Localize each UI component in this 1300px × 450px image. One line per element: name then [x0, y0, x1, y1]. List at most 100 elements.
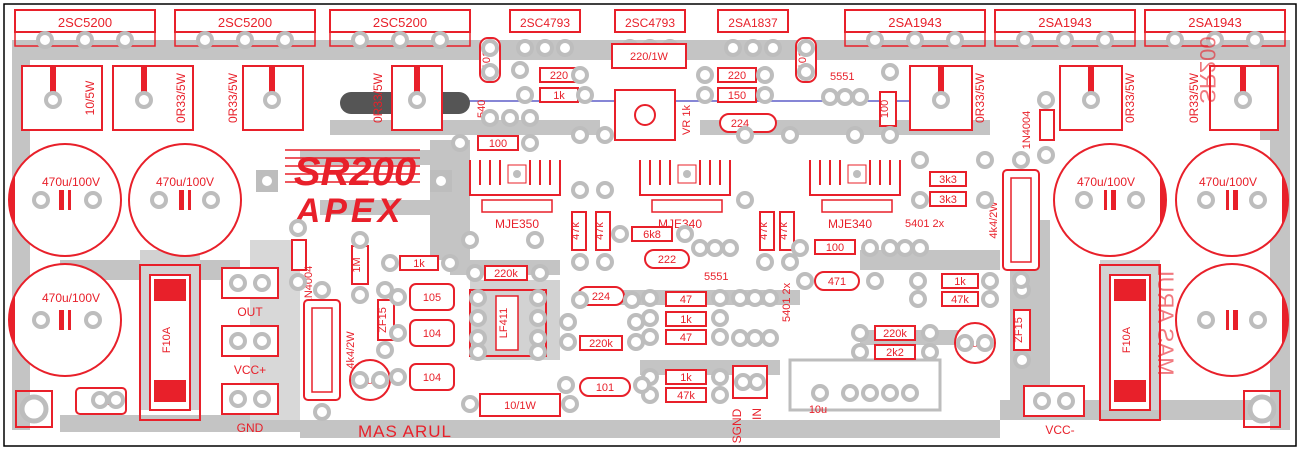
transistor-q3: 2SC5200: [329, 9, 471, 49]
transistor-label: 2SC5200: [373, 15, 427, 30]
resistor-label: 47k: [570, 222, 582, 240]
capacitor-c4: 470u/100V: [1053, 143, 1167, 257]
capacitor-c1: 470u/100V: [8, 143, 122, 257]
driver-q2: MJE340: [639, 160, 731, 231]
transistor-q4: 2SC4793: [509, 9, 581, 57]
capacitor-label: 470u/100V: [1077, 175, 1135, 189]
capacitor-c2: 470u/100V: [128, 143, 242, 257]
transistor-q2: 2SC5200: [174, 9, 316, 49]
capacitor-label: 470u/100V: [1199, 175, 1257, 189]
driver-label: MJE350: [495, 217, 539, 231]
resistor-220-1w: 220/1W: [611, 43, 687, 69]
author-label: MAS ARUL: [358, 422, 452, 441]
cap-label: 105: [423, 292, 441, 304]
power-resistor-r2: 0R33/5W: [112, 65, 194, 131]
cap-label: 104: [423, 328, 441, 340]
cap-label: 224: [592, 291, 610, 303]
transistor-q5: 2SC4793: [614, 9, 686, 57]
power-resistors: 10/5W 0R33/5W 0R33/5W 0R33/5W 0R33/5W 0R…: [21, 65, 1279, 131]
transistor-5551-b: 5551: [704, 271, 728, 283]
svg-text:VCC-: VCC-: [1045, 423, 1074, 437]
resistor-label: 220k: [494, 268, 518, 280]
svg-text:OUT: OUT: [237, 305, 263, 319]
large-capacitors: 470u/100V 470u/100V 470u/100V 470u/100V: [8, 143, 1289, 377]
power-resistor-r7: 0R33/5W: [1187, 65, 1279, 131]
svg-text:220/1W: 220/1W: [630, 51, 669, 63]
resistor-label: 47k: [594, 222, 606, 240]
connector-vcc-neg: VCC-: [1023, 385, 1085, 437]
mounting-hole-left: [15, 390, 53, 428]
resistor-label: 10/1W: [504, 400, 536, 412]
transistor-5551-a: 5551: [830, 71, 854, 83]
misc-components: 220/1W VR 1k 5551 5551 5401 2x 5401 2x 5…: [139, 43, 1161, 421]
capacitor-c6: [1175, 263, 1289, 377]
resistor-label: 100: [879, 100, 891, 118]
connector-vcc-pos: VCC+: [221, 325, 279, 377]
resistor-label: 47k: [758, 222, 770, 240]
fuse-b: F10A: [1099, 264, 1161, 421]
diode-1n4004-a: 1N4004: [291, 239, 315, 305]
svg-text:LF411: LF411: [498, 308, 510, 338]
transistor-q7: 2SA1943: [844, 9, 986, 49]
transistor-q8: 2SA1943: [994, 9, 1136, 49]
svg-text:VR 1k: VR 1k: [681, 105, 693, 135]
power-resistor-label: 0R33/5W: [1187, 72, 1201, 123]
transistor-5401-a: 5401 2x: [905, 218, 945, 230]
resistor-label: 1k: [413, 258, 425, 270]
capacitor-label: 470u/100V: [42, 175, 100, 189]
power-resistor-label: 0R33/5W: [973, 72, 987, 123]
power-resistor-r4: 0R33/5W: [371, 65, 443, 131]
power-resistor-label: 10/5W: [83, 80, 97, 115]
fuse-a: F10A: [139, 264, 201, 421]
resistor-label: 220: [550, 70, 568, 82]
svg-text:1N4004: 1N4004: [303, 266, 315, 305]
resistor-label: 1k: [954, 276, 966, 288]
cap-label: 104: [423, 372, 441, 384]
svg-text:F10A: F10A: [1121, 326, 1133, 353]
transistor-label: 2SC5200: [58, 15, 112, 30]
resistor-4k4-b: 4k4/2W: [988, 169, 1040, 271]
transistor-q6: 2SA1837: [717, 9, 789, 57]
power-resistor-r1: 10/5W: [21, 65, 103, 131]
board-logo: SR200 APEX: [256, 149, 452, 230]
transistor-q1: 2SC5200: [14, 9, 156, 49]
resistor-label: 220k: [883, 328, 907, 340]
driver-q1: MJE350: [469, 160, 561, 231]
power-resistor-r5: 0R33/5W: [909, 65, 987, 131]
svg-text:F10A: F10A: [161, 326, 173, 353]
connector-out: OUT: [221, 267, 279, 319]
opamp-lf411: LF411: [469, 289, 547, 357]
top-transistors: 2SC5200 2SC5200 2SC5200 2SC4793 2SC4793: [14, 9, 1286, 57]
transistor-q9: 2SA1943: [1144, 9, 1286, 49]
resistor-label: 150: [728, 90, 746, 102]
transistor-label: 2SC4793: [520, 16, 570, 30]
resistor-label: 3k3: [939, 194, 957, 206]
trimmer-vr: VR 1k: [614, 89, 693, 141]
transistor-label: 2SC5200: [218, 15, 272, 30]
connectors: OUT VCC+ GND VCC- SGND IN: [221, 267, 1085, 443]
power-resistor-label: 0R33/5W: [371, 72, 385, 123]
power-resistor-label: 0R33/5W: [174, 72, 188, 123]
capacitor-label: 470u/100V: [42, 291, 100, 305]
capacitor-label: 470u/100V: [156, 175, 214, 189]
board-title: SR200: [294, 150, 416, 194]
svg-text:ZF15: ZF15: [1013, 317, 1025, 343]
mirrored-title: SR200: [1195, 36, 1220, 103]
cap-label: 101: [596, 382, 614, 394]
resistor-label: 1M: [351, 257, 363, 272]
transistor-label: 2SA1943: [1188, 15, 1242, 30]
svg-text:1N4004: 1N4004: [1021, 111, 1033, 150]
mounting-hole-right: [1243, 390, 1281, 428]
connector-input: SGND IN: [730, 365, 768, 443]
mirrored-text: SR200 MAS ARUL: [1153, 36, 1220, 375]
resistor-label: 47k: [778, 222, 790, 240]
driver-transistors: MJE350 MJE340 MJE340: [469, 160, 901, 231]
resistor-label: 220k: [589, 338, 613, 350]
zener-zf15-b: ZF15: [1013, 309, 1031, 351]
resistor-label: 47k: [677, 390, 695, 402]
power-resistor-label: 0R33/5W: [226, 72, 240, 123]
resistor-label: 1k: [553, 90, 565, 102]
diode-1n4004-b: 1N4004: [1021, 109, 1055, 150]
transistor-label: 2SA1837: [728, 16, 778, 30]
driver-label: MJE340: [828, 217, 872, 231]
